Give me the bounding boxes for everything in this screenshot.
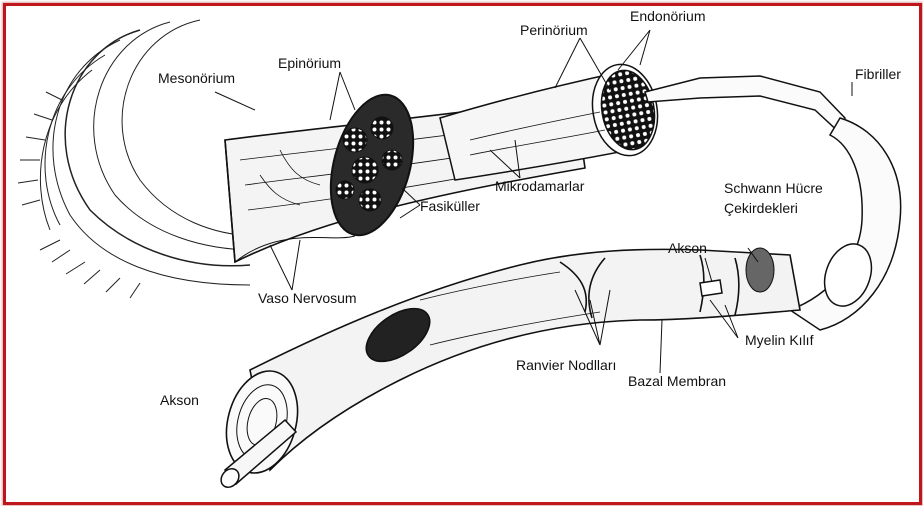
- label-mikrodamarlar: Mikrodamarlar: [495, 178, 584, 194]
- label-ranvier-nodllari: Ranvier Nodlları: [516, 357, 616, 373]
- label-schwann-line1: Schwann Hücre: [724, 180, 823, 196]
- perinorium-fascicle: [440, 59, 665, 180]
- label-perinorium: Perinörium: [520, 22, 588, 38]
- label-myelin-kilif: Myelin Kılıf: [745, 332, 813, 348]
- label-bazal-membran: Bazal Membran: [628, 373, 726, 389]
- label-epinorium: Epinörium: [278, 55, 341, 71]
- label-vaso-nervosum: Vaso Nervosum: [258, 290, 357, 306]
- label-fibriller: Fibriller: [855, 66, 901, 82]
- label-mesonorium: Mesonörium: [158, 70, 235, 86]
- mesonorium-fringe: [18, 20, 255, 298]
- label-endonorium: Endonörium: [630, 8, 706, 24]
- label-akson-bottom: Akson: [160, 392, 199, 408]
- label-schwann-line2: Çekirdekleri: [724, 200, 798, 216]
- label-akson-top: Akson: [668, 240, 707, 256]
- label-fasikuller: Fasiküller: [420, 198, 480, 214]
